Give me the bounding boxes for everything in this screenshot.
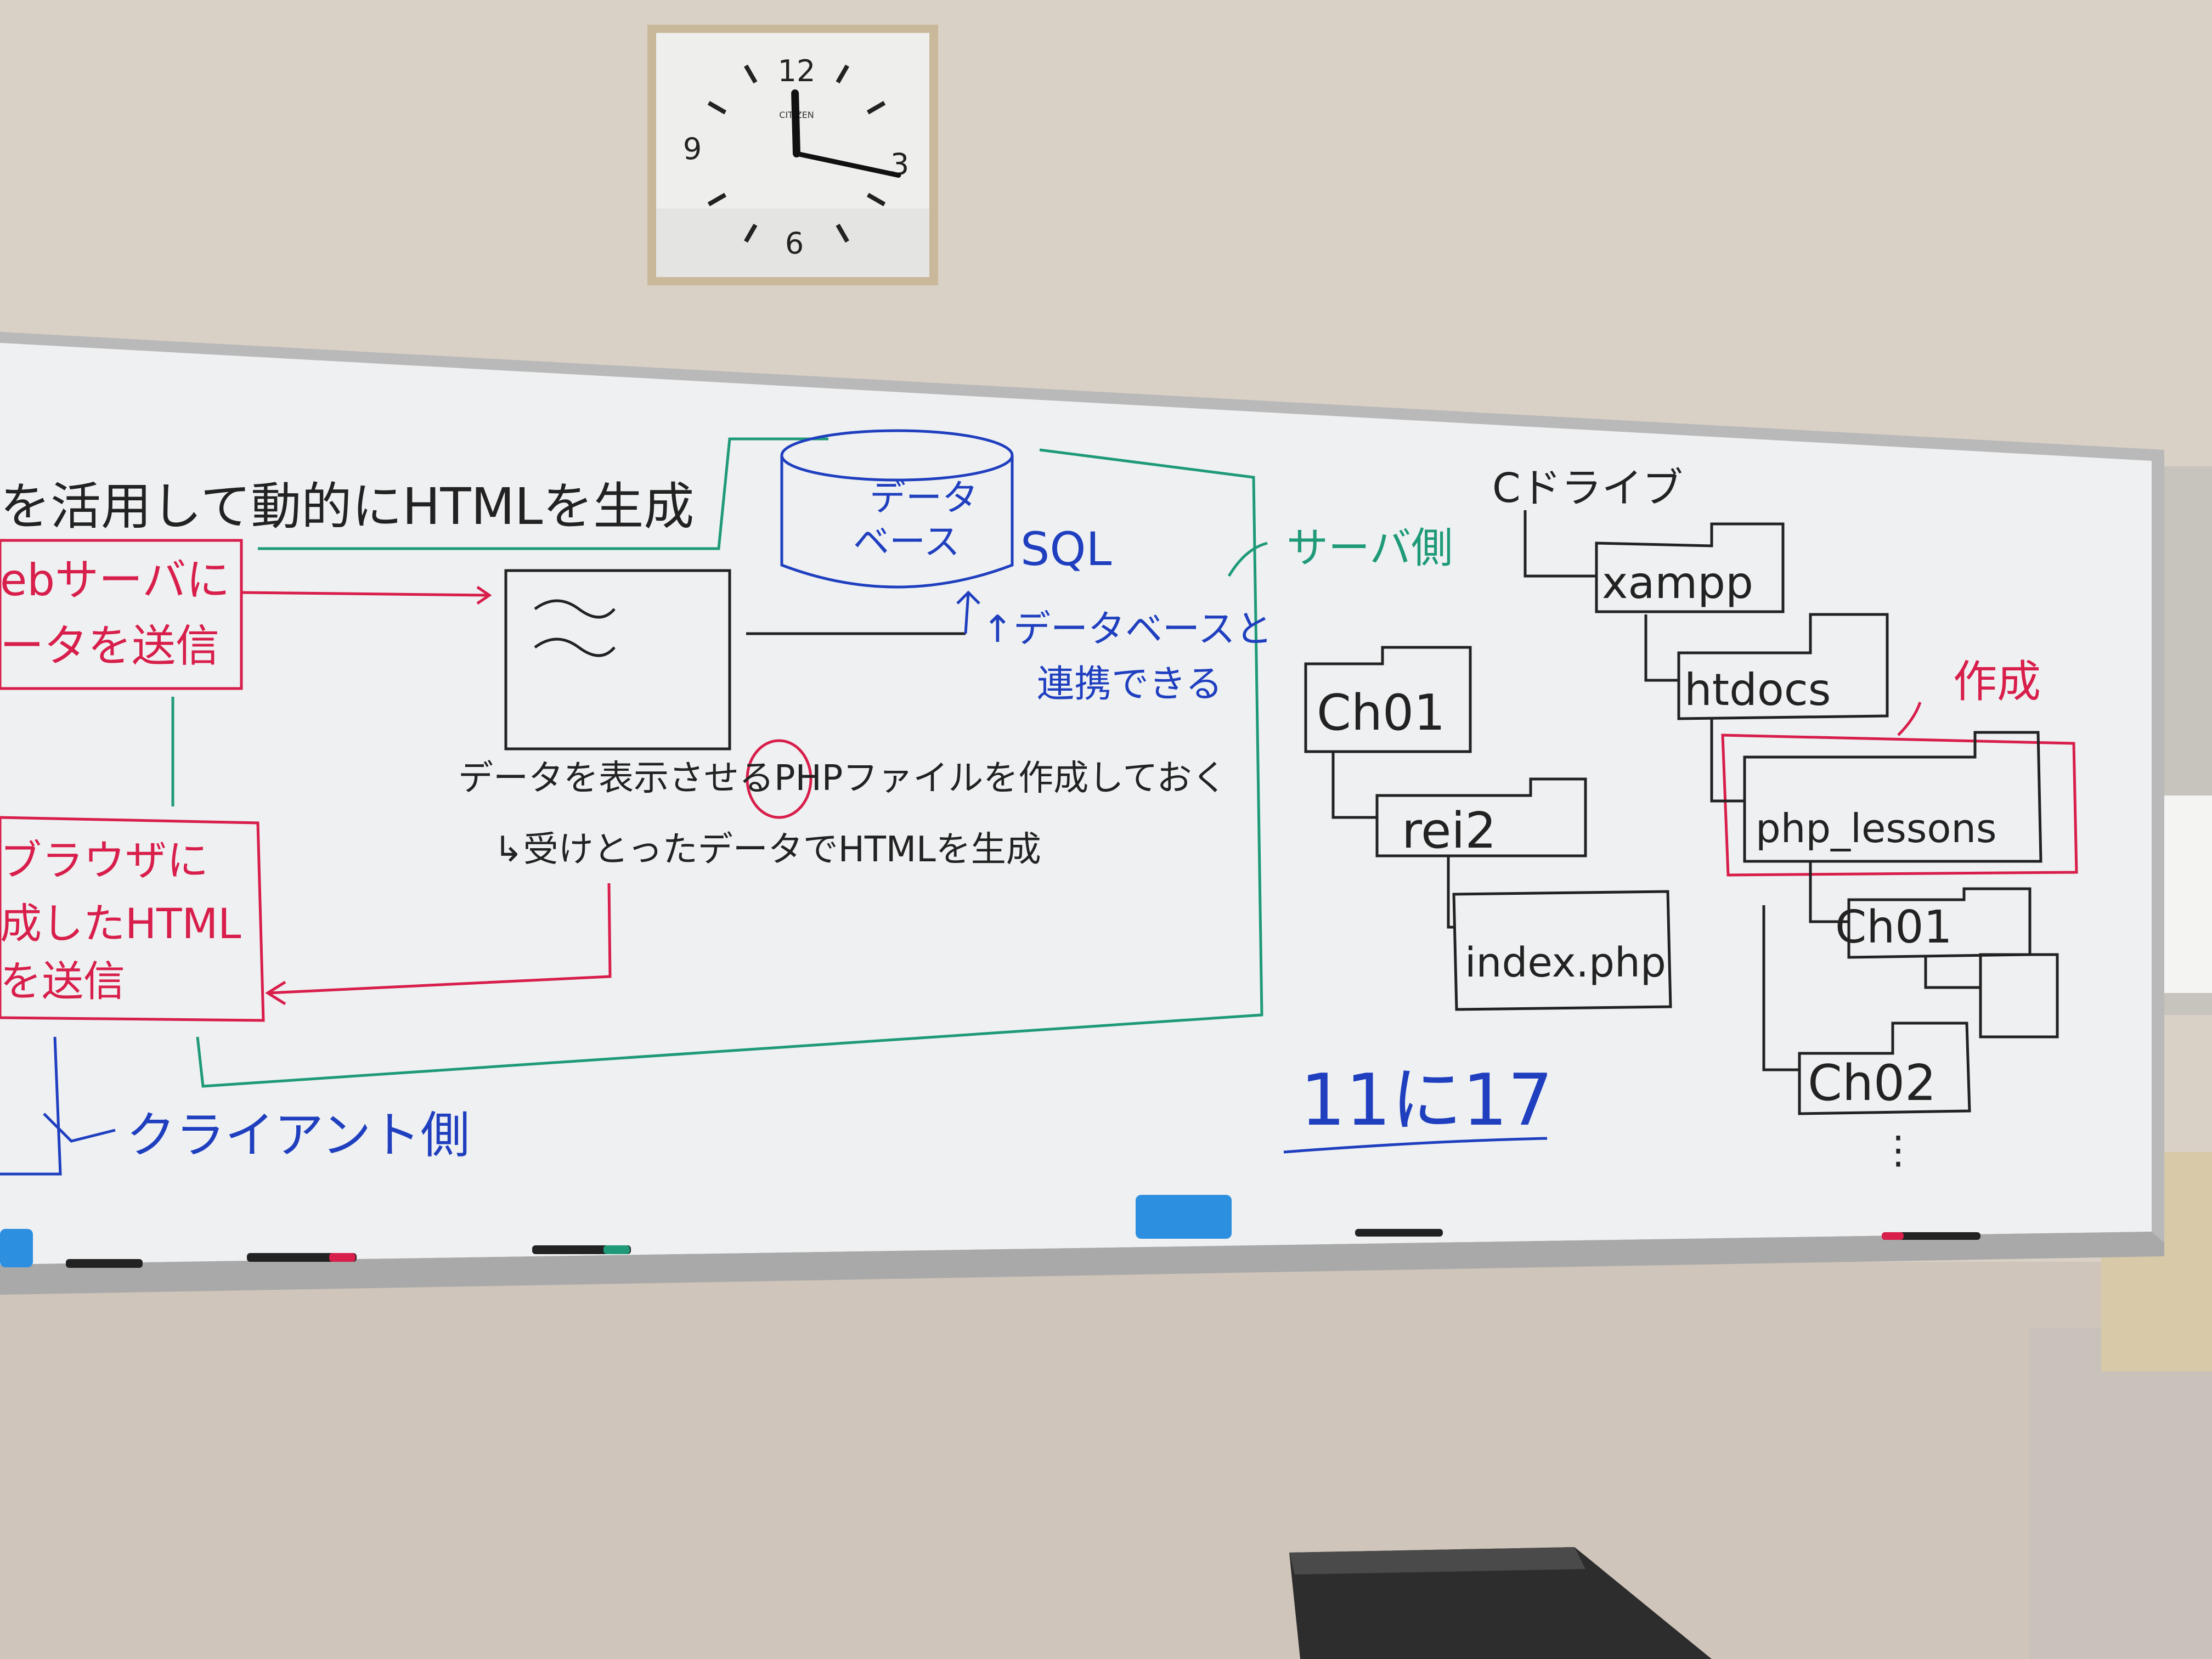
server-side-outline [171, 437, 1268, 1088]
clock-numeral-6: 6 [785, 226, 804, 261]
db-cylinder-body [780, 455, 1014, 589]
red-marker [247, 1253, 357, 1262]
black-marker-2 [1355, 1229, 1443, 1237]
eraser-left [0, 1229, 33, 1267]
red-marker-cap [329, 1253, 356, 1262]
red-drawings [0, 539, 2078, 1022]
heading: を活用して動的にHTMLを生成 [0, 477, 694, 536]
wall-lower [0, 1262, 2212, 1659]
clock-numeral-12: 12 [778, 54, 816, 88]
clock-tick [744, 223, 758, 243]
side-cabinet [2030, 1328, 2212, 1659]
php-lessons-highlight [1721, 733, 2078, 877]
server-side-label: サーバ側 [1286, 523, 1453, 572]
browser-box [0, 816, 265, 1022]
c-drive-title: Cドライブ [1492, 465, 1683, 512]
green-marker-cap [603, 1245, 630, 1254]
black-drawings [504, 510, 2059, 1115]
clock-tick [836, 223, 849, 243]
created-pointer [1897, 702, 1922, 736]
folder-php-lessons: php_lessons [1756, 805, 1997, 851]
clock-tick [836, 64, 849, 84]
green-text: サーバ側 [1286, 523, 1453, 572]
db-link-line-2: 連携できる [1037, 663, 1223, 706]
arrow-to-php [241, 585, 492, 605]
desk-stack [1289, 1547, 1712, 1659]
eraser [1136, 1195, 1232, 1239]
tree-left-index: index.php [1465, 939, 1666, 986]
clock-ticks [707, 64, 886, 243]
sql-label: SQL [1020, 522, 1111, 576]
folder-xampp: xampp [1602, 557, 1753, 608]
db-label-line-1: データ [870, 477, 978, 519]
tree-ellipsis: ⋮ [1879, 1127, 1917, 1172]
tilde-2 [534, 637, 616, 657]
php-note-line-1: データを表示させるPHPファイルを作成しておく [458, 758, 1227, 799]
clock-hour-hand [791, 89, 800, 157]
clock-tick [866, 193, 886, 206]
folder-htdocs: htdocs [1684, 664, 1831, 715]
browser-line-2: 成したHTML [0, 899, 241, 948]
desk-top-edge [1289, 1547, 1585, 1575]
blue-drawings [0, 429, 1548, 1176]
created-label: 作成 [1953, 656, 2041, 707]
marker-tray [0, 1232, 2164, 1295]
db-link-line-1: ↑データベースと [982, 608, 1273, 651]
red-marker-2 [1882, 1232, 1980, 1240]
arrow-to-db [956, 590, 980, 634]
clock-numeral-9: 9 [683, 132, 702, 166]
client-bracket [0, 1036, 62, 1176]
folder-ch02: Ch02 [1808, 1054, 1936, 1112]
red-text: ebサーバに ータを送信 ブラウザに 成したHTML を送信 作成 [0, 555, 2041, 1006]
clock-tick [866, 101, 886, 115]
whiteboard [0, 332, 2164, 1295]
folder-ch01: Ch01 [1835, 901, 1953, 953]
browser-line-1: ブラウザに [0, 836, 208, 885]
black-marker [66, 1259, 143, 1268]
clock-tick [707, 193, 727, 206]
whiteboard-surface [0, 343, 2152, 1265]
web-server-line-2: ータを送信 [0, 620, 219, 672]
php-note-line-2: ↳受けとったデータでHTMLを生成 [494, 830, 1041, 870]
web-server-line-1: ebサーバに [0, 555, 230, 606]
date-note: 11に17 [1300, 1058, 1553, 1142]
web-server-box [0, 539, 243, 690]
red-marker-2-cap [1882, 1232, 1904, 1240]
php-file-box [504, 569, 731, 751]
clock-tick [744, 64, 758, 84]
tree-left-rei2: rei2 [1402, 802, 1497, 860]
blue-text: データ ベース SQL ↑データベースと 連携できる クライアント側 11に17 [126, 477, 1553, 1164]
tilde-1 [534, 599, 616, 619]
browser-line-3: を送信 [0, 957, 125, 1006]
arrow-to-browser [265, 883, 612, 1006]
wall-clock: 12 3 6 9 CITIZEN [647, 25, 938, 285]
date-underline [1283, 1137, 1548, 1154]
tree-left-ch01: Ch01 [1317, 684, 1445, 742]
clock-tick [707, 101, 727, 115]
black-text: を活用して動的にHTMLを生成 データを表示させるPHPファイルを作成しておく … [0, 465, 1997, 1172]
db-label-line-2: ベース [853, 521, 960, 563]
clock-face-lower [656, 208, 929, 277]
client-side-label: クライアント側 [126, 1107, 470, 1164]
php-circle [746, 739, 812, 819]
client-pointer [43, 1113, 116, 1143]
clock-minute-hand [794, 151, 901, 178]
